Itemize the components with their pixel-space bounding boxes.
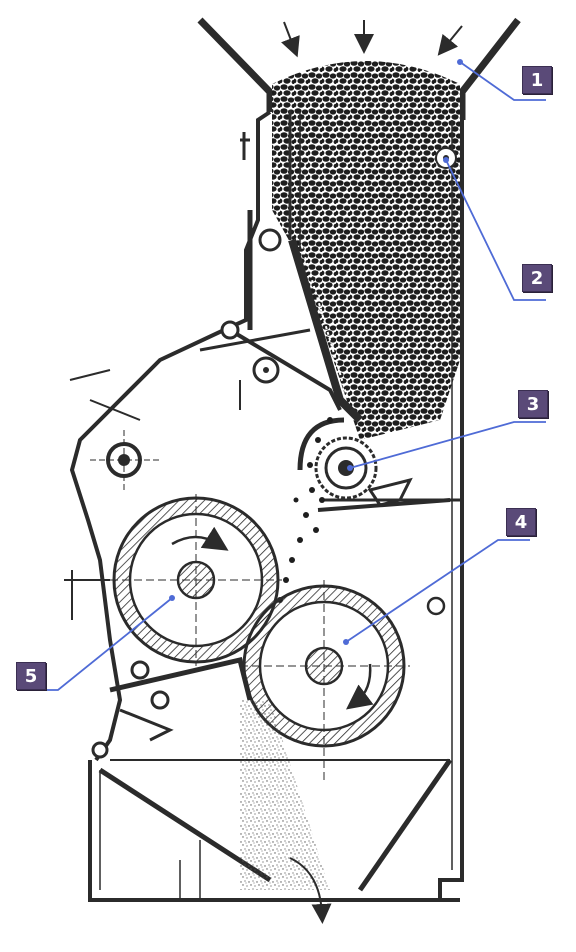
leader-line-3 — [349, 421, 546, 469]
callout-3-badge: 3 — [518, 390, 548, 418]
lower-linkage — [91, 657, 253, 759]
callout-5-badge: 5 — [16, 662, 46, 690]
leader-line-4 — [345, 539, 530, 643]
leader-line-1 — [459, 61, 546, 101]
right-grinding-roll — [240, 580, 446, 780]
leader-lines — [30, 61, 546, 691]
callout-4-badge: 4 — [506, 508, 536, 536]
leader-line-5 — [30, 597, 173, 691]
feed-gate — [288, 110, 363, 423]
inlet-arrows — [281, 20, 463, 58]
linkage — [199, 210, 342, 411]
left-grinding-roll — [110, 494, 282, 666]
callout-1-badge: 1 — [522, 66, 552, 94]
feed-roll — [297, 417, 451, 512]
upper-roller — [435, 147, 457, 169]
leader-line-2 — [445, 159, 546, 301]
grain-mass — [272, 61, 460, 440]
milled-product — [240, 700, 332, 924]
callout-2-badge: 2 — [522, 264, 552, 292]
machine-frame — [88, 120, 464, 902]
adjustment-wheel — [90, 430, 160, 490]
leader-dots — [169, 59, 463, 645]
